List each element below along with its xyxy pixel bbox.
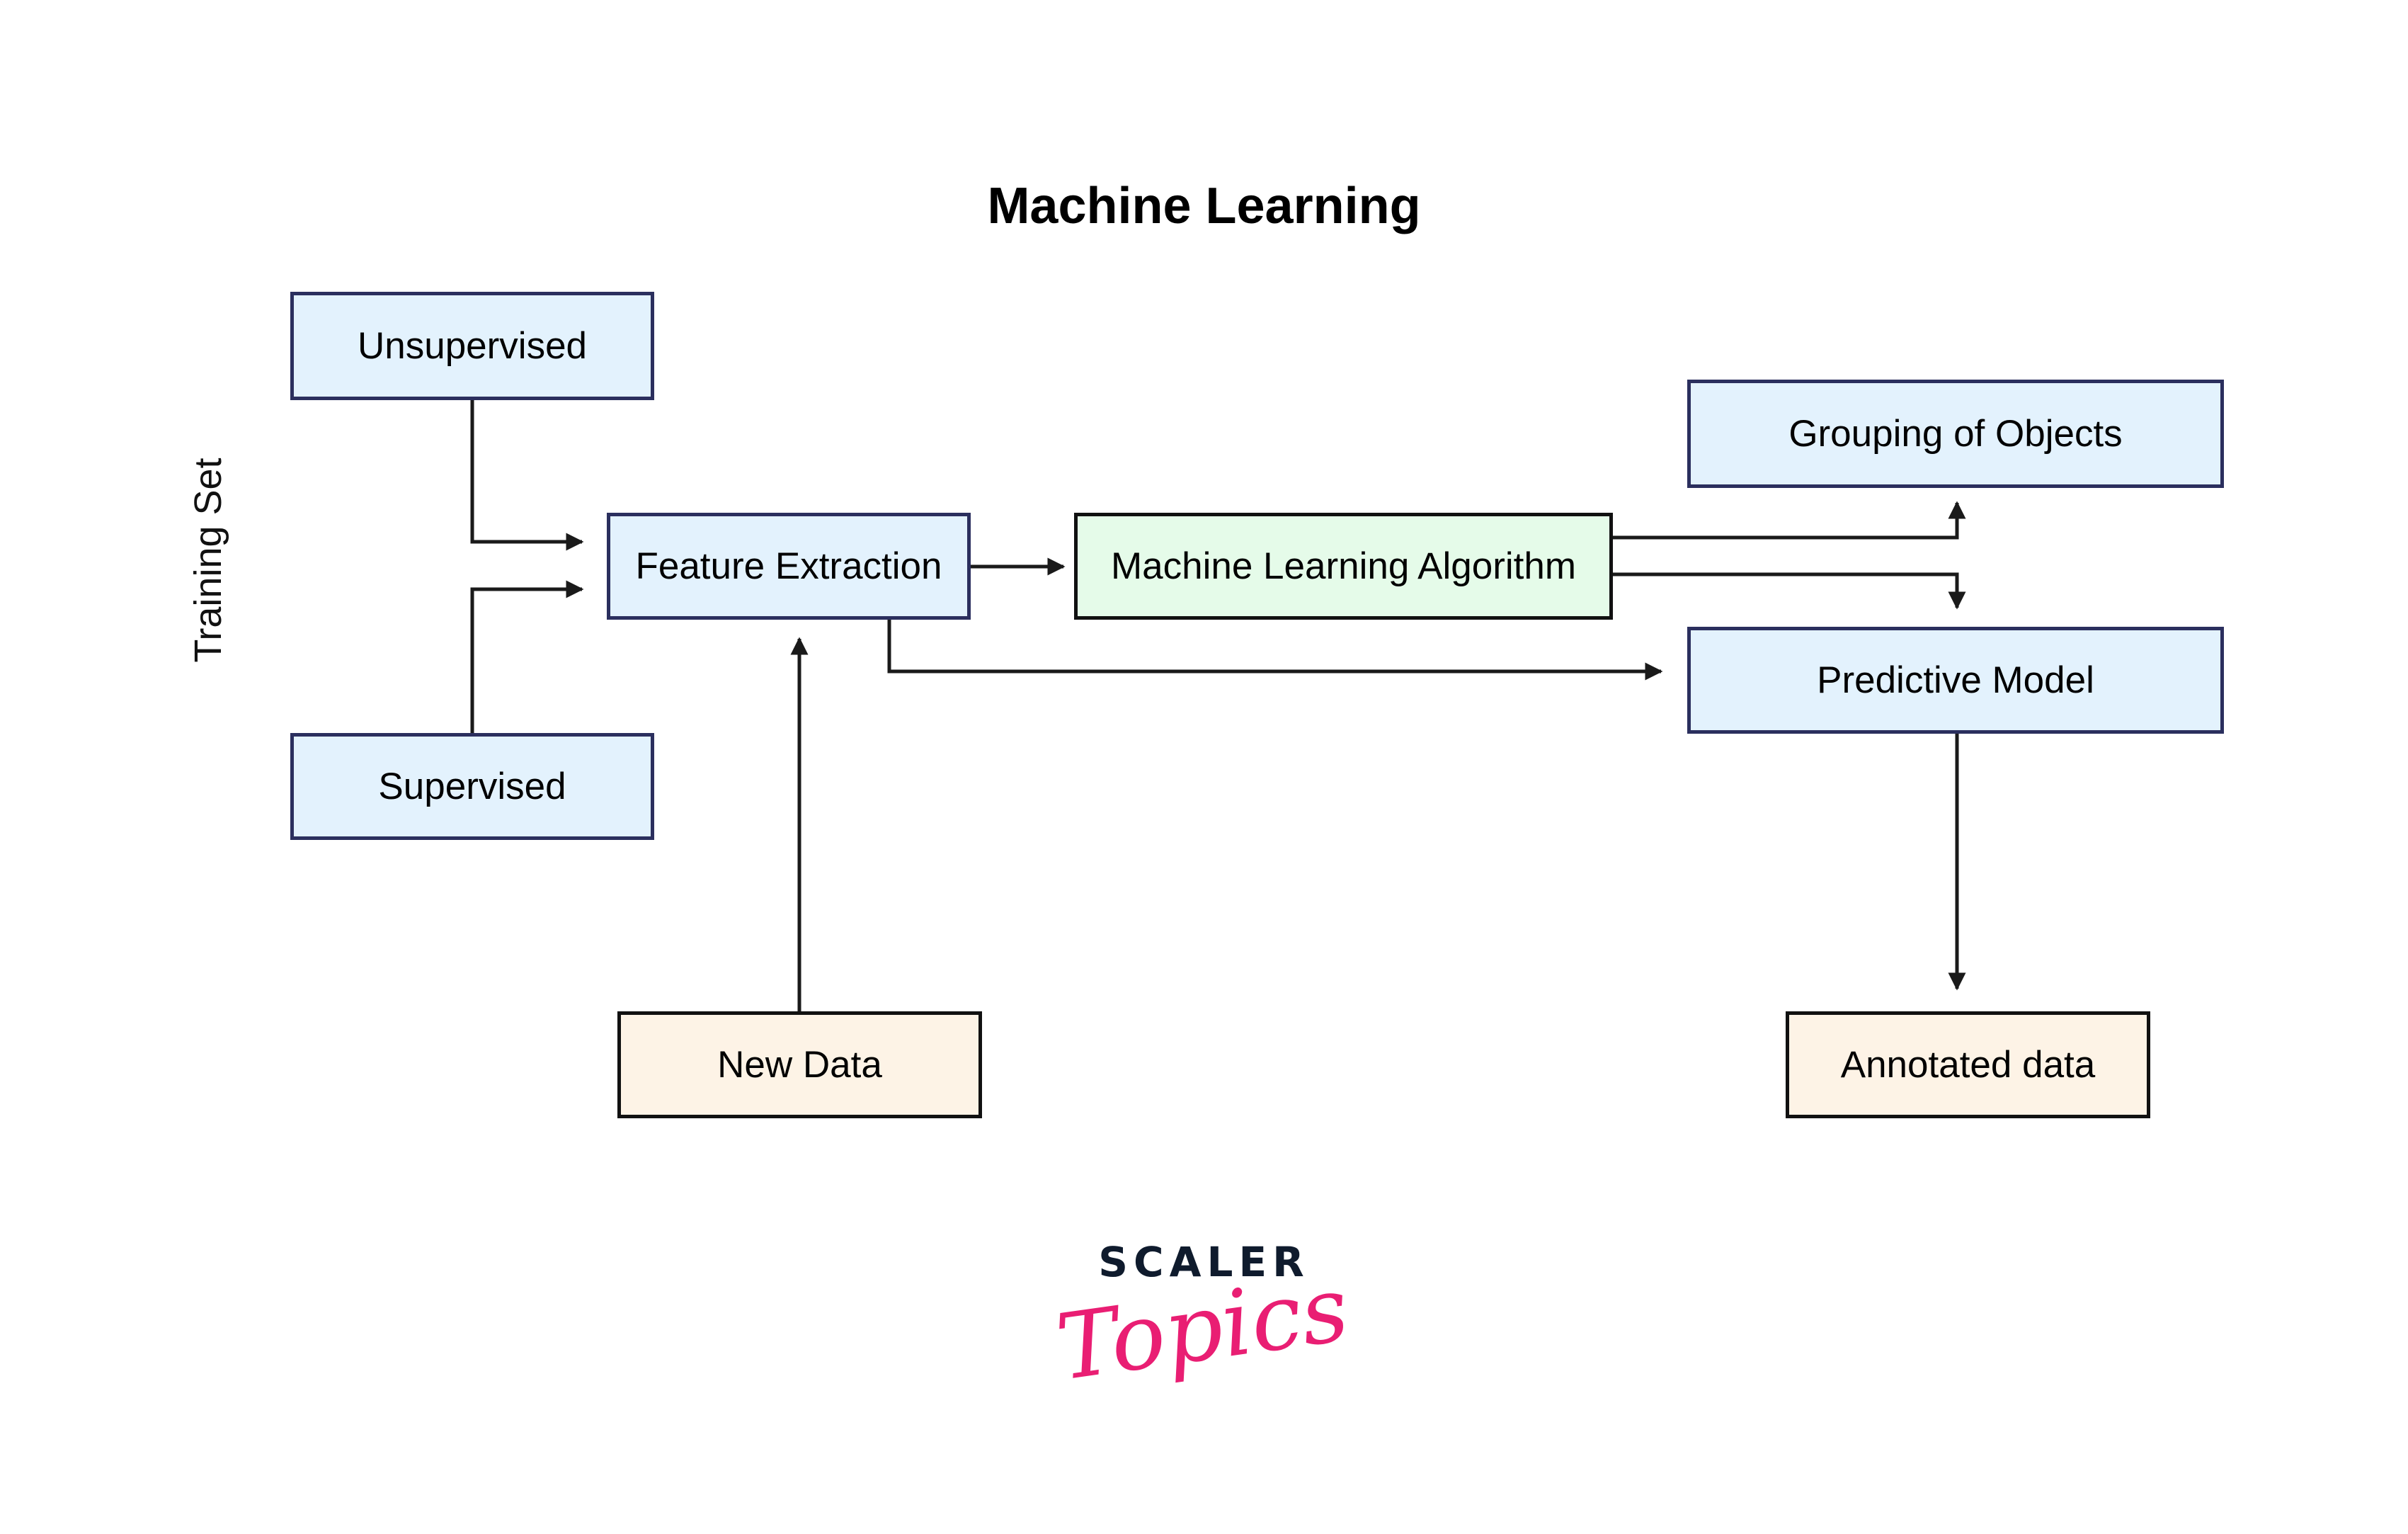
node-new-data: New Data — [617, 1011, 982, 1118]
node-unsupervised: Unsupervised — [290, 292, 654, 400]
logo-scaler-wordmark: SCALER — [1098, 1238, 1310, 1286]
node-label: Unsupervised — [357, 325, 588, 367]
node-grouping-of-objects: Grouping of Objects — [1687, 380, 2224, 488]
node-annotated-data: Annotated data — [1786, 1011, 2150, 1118]
node-label: Supervised — [378, 766, 566, 807]
node-label: Annotated data — [1840, 1044, 2096, 1086]
node-label: Predictive Model — [1817, 659, 2094, 701]
node-label: Grouping of Objects — [1788, 413, 2123, 455]
edge-unsupervised-to-feature — [470, 400, 584, 551]
edge-mla-to-predictive — [1613, 572, 1966, 610]
node-predictive-model: Predictive Model — [1687, 627, 2224, 734]
node-label: New Data — [717, 1044, 882, 1086]
edge-supervised-to-feature — [470, 580, 584, 733]
diagram-title: Machine Learning — [987, 178, 1421, 234]
node-label: Feature Extraction — [635, 545, 942, 587]
node-label: Machine Learning Algorithm — [1111, 545, 1576, 587]
edge-feature-to-predictive — [887, 620, 1663, 681]
node-supervised: Supervised — [290, 733, 654, 840]
node-ml-algorithm: Machine Learning Algorithm — [1074, 513, 1613, 620]
node-feature-extraction: Feature Extraction — [607, 513, 971, 620]
edge-mla-to-grouping — [1613, 501, 1966, 540]
